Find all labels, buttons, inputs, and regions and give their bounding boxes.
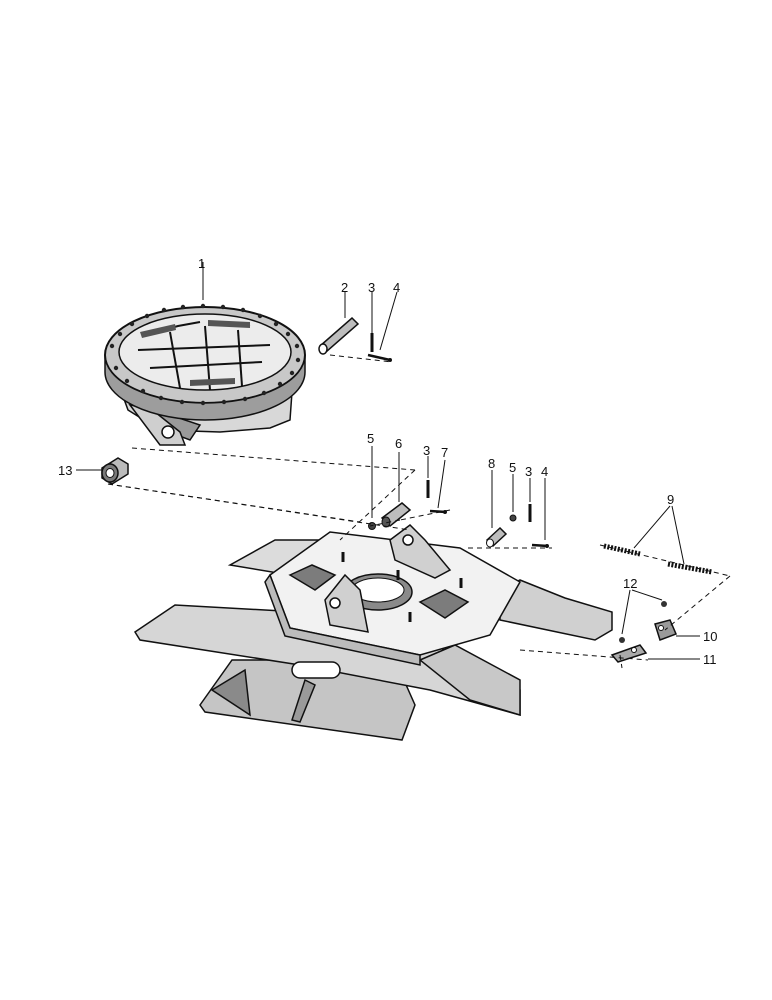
callout-11: 11 xyxy=(703,652,717,667)
callout-10: 10 xyxy=(703,629,717,644)
callout-5b: 5 xyxy=(509,460,516,475)
pin-part-2 xyxy=(318,316,360,355)
pin-part-8 xyxy=(485,526,508,548)
leader-lines xyxy=(76,262,700,660)
callout-5a: 5 xyxy=(367,431,374,446)
callout-1: 1 xyxy=(198,256,205,271)
spring-part-9b xyxy=(667,561,713,575)
base-frame-part xyxy=(133,524,613,741)
callout-7: 7 xyxy=(441,445,448,460)
callout-4b: 4 xyxy=(541,464,548,479)
callout-12: 12 xyxy=(623,576,637,591)
washer-part-5b xyxy=(509,514,517,522)
callout-9: 9 xyxy=(667,492,674,507)
pin-part-6 xyxy=(380,502,412,528)
callout-labels: 1 2 3 4 5 6 3 7 8 5 3 4 9 12 10 11 13 xyxy=(58,256,717,667)
nut-part-12a xyxy=(619,637,625,643)
callout-3c: 3 xyxy=(525,464,532,479)
nut-part-12b xyxy=(661,601,667,607)
callout-8: 8 xyxy=(488,456,495,471)
callout-3a: 3 xyxy=(368,280,375,295)
cotter-part-4a xyxy=(367,353,392,362)
callout-13: 13 xyxy=(58,463,72,478)
bushing-part-13 xyxy=(101,457,129,485)
cotter-part-4b xyxy=(531,543,549,548)
callout-6: 6 xyxy=(395,436,402,451)
callout-3b: 3 xyxy=(423,443,430,458)
assembly-lines xyxy=(107,354,731,669)
callout-2: 2 xyxy=(341,280,348,295)
turntable-ring-part xyxy=(104,303,306,446)
callout-4a: 4 xyxy=(393,280,400,295)
